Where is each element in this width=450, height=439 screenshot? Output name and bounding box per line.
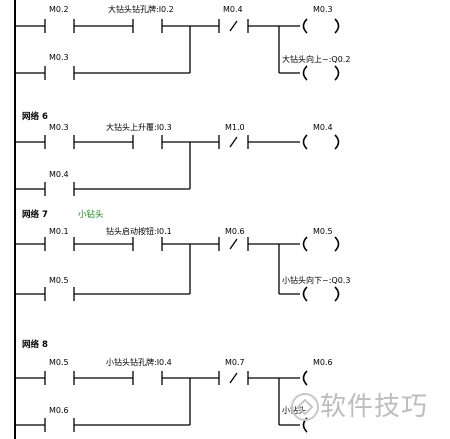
contact-no[interactable]: M0.3 xyxy=(44,123,75,149)
contact-label: M0.4 xyxy=(49,170,69,179)
contact-no[interactable]: 大钻头钻孔牌:I0.2 xyxy=(108,4,174,33)
network-8[interactable]: 网络 8 M0.5 小钻头钻孔牌:I0.4 M0.7 M0.6 xyxy=(15,339,333,433)
coil[interactable]: 小钻头向下~:Q0.3 xyxy=(282,275,350,302)
contact-label: 小钻头钻孔牌:I0.4 xyxy=(106,357,172,367)
contact-label: M0.2 xyxy=(49,5,69,14)
contact-no[interactable]: 大钻头上升覆:I0.3 xyxy=(106,122,172,149)
coil[interactable]: M0.4 xyxy=(302,123,340,150)
coil[interactable]: 小钻头 xyxy=(282,405,308,433)
contact-nc[interactable]: M1.0 xyxy=(218,123,249,149)
contact-nc[interactable]: M0.4 xyxy=(218,5,249,33)
contact-no[interactable]: M0.6 xyxy=(44,406,75,432)
contact-label: M0.7 xyxy=(225,358,245,367)
contact-no[interactable]: M0.2 xyxy=(44,5,75,33)
network-5[interactable]: M0.2 大钻头钻孔牌:I0.2 M0.4 M0.3 M0.3 xyxy=(15,4,350,81)
contact-label: M1.0 xyxy=(225,123,245,132)
coil-label: M0.3 xyxy=(313,5,333,14)
contact-no[interactable]: M0.3 xyxy=(44,53,75,80)
network-6[interactable]: 网络 6 M0.3 大钻头上升覆:I0.3 M1.0 M0.4 xyxy=(15,111,340,196)
contact-no[interactable]: M0.4 xyxy=(44,170,75,196)
contact-label: M0.6 xyxy=(225,227,245,236)
watermark-logo-icon xyxy=(291,393,319,421)
contact-no[interactable]: M0.5 xyxy=(44,276,75,301)
coil-label: 大钻头向上~:Q0.2 xyxy=(282,54,350,64)
contact-label: 钻头启动按钮:I0.1 xyxy=(106,226,172,236)
contact-no[interactable]: M0.1 xyxy=(44,227,75,251)
contact-no[interactable]: 钻头启动按钮:I0.1 xyxy=(106,226,172,251)
coil[interactable]: 大钻头向上~:Q0.2 xyxy=(282,54,350,81)
coil[interactable]: M0.3 xyxy=(302,5,340,34)
contact-nc[interactable]: M0.7 xyxy=(218,358,249,385)
coil-label: M0.5 xyxy=(313,227,333,236)
coil-label: 小钻头向下~:Q0.3 xyxy=(282,275,350,285)
contact-label: M0.1 xyxy=(49,227,69,236)
contact-no[interactable]: M0.5 xyxy=(44,358,75,385)
contact-label: 大钻头钻孔牌:I0.2 xyxy=(108,4,174,14)
contact-label: M0.5 xyxy=(49,276,69,285)
network-comment: 小钻头 xyxy=(78,209,104,220)
contact-label: M0.6 xyxy=(49,406,69,415)
coil[interactable]: M0.5 xyxy=(302,227,340,252)
watermark: 软件技巧 xyxy=(291,392,428,422)
network-title: 网络 8 xyxy=(22,339,48,350)
contact-label: M0.4 xyxy=(223,5,243,14)
contact-label: M0.3 xyxy=(49,123,69,132)
contact-nc[interactable]: M0.6 xyxy=(218,227,249,251)
network-title: 网络 7 xyxy=(22,209,48,220)
network-7[interactable]: 网络 7 小钻头 M0.1 钻头启动按钮:I0.1 M0.6 M0.5 xyxy=(15,209,350,302)
contact-label: 大钻头上升覆:I0.3 xyxy=(106,122,172,132)
coil-label: M0.6 xyxy=(313,358,333,367)
contact-label: M0.3 xyxy=(49,53,69,62)
contact-label: M0.5 xyxy=(49,358,69,367)
contact-no[interactable]: 小钻头钻孔牌:I0.4 xyxy=(106,357,172,385)
network-title: 网络 6 xyxy=(22,111,48,122)
watermark-text: 软件技巧 xyxy=(320,392,428,422)
coil-label: 小钻头 xyxy=(282,405,306,415)
coil[interactable]: M0.6 xyxy=(302,358,333,386)
coil-label: M0.4 xyxy=(313,123,333,132)
